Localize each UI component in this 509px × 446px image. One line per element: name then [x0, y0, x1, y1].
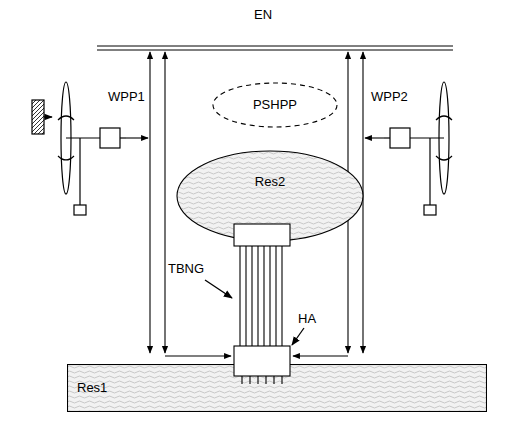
pumped-storage-plant: PSHPP — [212, 82, 338, 128]
generator-label: TBNG — [168, 262, 204, 276]
leader-arrows — [205, 280, 304, 345]
node-shape — [68, 365, 487, 412]
upper-reservoir: Res2 — [176, 150, 364, 242]
tube — [275, 246, 276, 346]
wind-plant-label: WPP2 — [371, 90, 408, 104]
node-outline — [67, 364, 487, 412]
tube — [281, 246, 282, 346]
tube — [257, 246, 258, 346]
tube — [269, 246, 270, 346]
network-label: EN — [254, 8, 272, 22]
power-flow-lines — [126, 52, 384, 356]
node-label: PSHPP — [253, 98, 297, 112]
wind-plant-label: WPP1 — [108, 90, 145, 104]
unit-label: HA — [298, 312, 316, 326]
node-text-wrap: Res2 — [255, 175, 285, 189]
node-text-wrap: PSHPP — [253, 98, 297, 112]
tube — [245, 246, 246, 346]
node-shape — [213, 83, 337, 127]
node-label: Res1 — [77, 381, 107, 395]
node-label: Res2 — [255, 175, 285, 189]
node-text-wrap: Res1 — [77, 381, 107, 395]
node-outline — [176, 150, 364, 242]
lower-reservoir: Res1 — [67, 364, 487, 412]
tube — [251, 246, 252, 346]
tube — [239, 246, 240, 346]
tube — [263, 246, 264, 346]
bus-line — [97, 46, 453, 50]
node-shape — [177, 151, 363, 241]
